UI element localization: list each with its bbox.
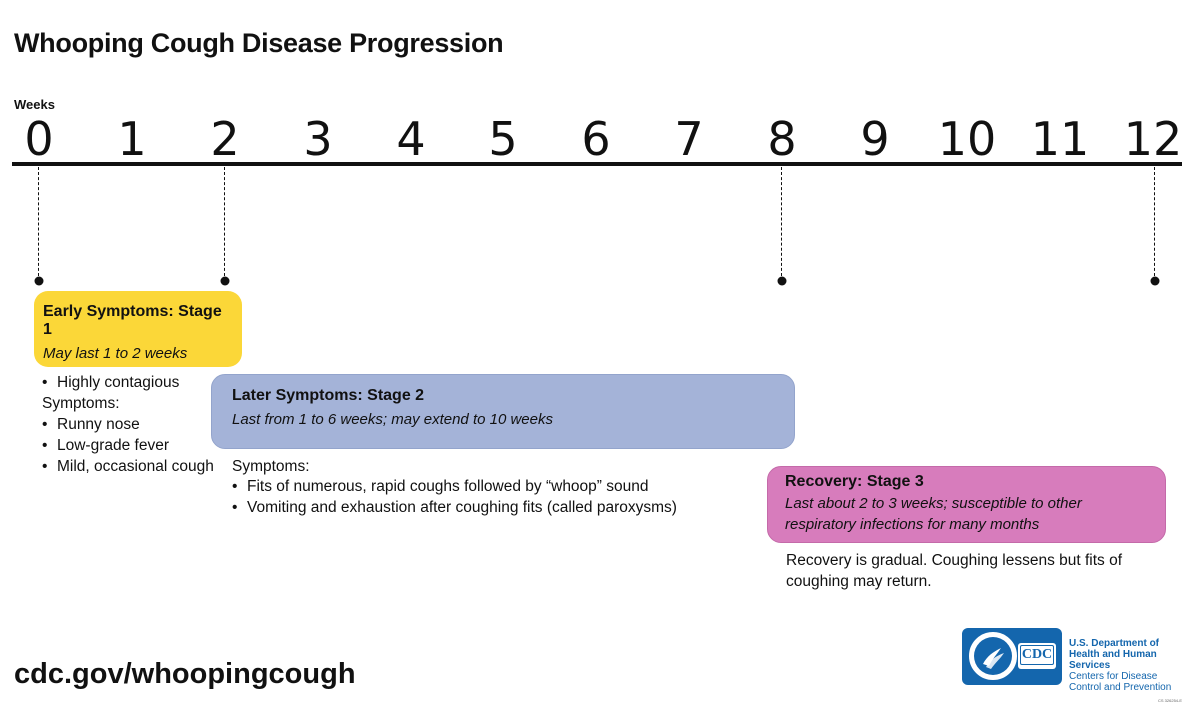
stage-3-note-line-1: Recovery is gradual. Coughing lessens bu… bbox=[786, 552, 1123, 569]
timeline-axis bbox=[12, 162, 1182, 166]
stage-1-symptoms-heading: Symptoms: bbox=[42, 395, 120, 412]
stage-3-duration-line-1: Last about 2 to 3 weeks; susceptible to … bbox=[785, 495, 1082, 512]
tick-label: 4 bbox=[396, 112, 426, 166]
hhs-seal-icon bbox=[969, 632, 1017, 680]
stage-1-symptom: Mild, occasional cough bbox=[42, 456, 214, 477]
marker-dot-week-12 bbox=[1150, 276, 1160, 286]
marker-line-week-8 bbox=[781, 167, 782, 281]
stage-2-duration: Last from 1 to 6 weeks; may extend to 10… bbox=[232, 411, 553, 428]
tick-label: 11 bbox=[1030, 112, 1090, 166]
stage-3-duration-line-2: respiratory infections for many months bbox=[785, 516, 1040, 533]
stage-1-box: Early Symptoms: Stage 1 May last 1 to 2 … bbox=[34, 291, 242, 367]
stage-2-symptom: Vomiting and exhaustion after coughing f… bbox=[232, 497, 677, 518]
marker-line-week-12 bbox=[1154, 167, 1155, 281]
cdc-badge: CDC bbox=[1018, 643, 1056, 669]
agency-name-line-3: Centers for Disease bbox=[1069, 671, 1158, 682]
agency-name-line-4: Control and Prevention bbox=[1069, 682, 1172, 693]
tick-label: 1 bbox=[117, 112, 147, 166]
cdc-badge-text: CDC bbox=[1020, 645, 1054, 665]
stage-2-box: Later Symptoms: Stage 2 Last from 1 to 6… bbox=[211, 374, 795, 449]
cdc-logo: CDC bbox=[962, 628, 1062, 685]
tick-label: 2 bbox=[210, 112, 240, 166]
agency-name: U.S. Department of Health and Human Serv… bbox=[1069, 638, 1200, 693]
stage-1-symptom: Low-grade fever bbox=[42, 435, 169, 456]
footer-url: cdc.gov/whoopingcough bbox=[14, 658, 356, 690]
marker-dot-week-8 bbox=[777, 276, 787, 286]
document-code: CS 326254-E bbox=[1158, 698, 1183, 703]
stage-1-symptom: Runny nose bbox=[42, 414, 140, 435]
tick-label: 7 bbox=[674, 112, 704, 166]
agency-name-line-2: Health and Human Services bbox=[1069, 649, 1157, 671]
stage-2-title: Later Symptoms: Stage 2 bbox=[232, 387, 425, 404]
tick-label: 12 bbox=[1123, 112, 1183, 166]
tick-label: 9 bbox=[860, 112, 890, 166]
agency-name-line-1: U.S. Department of bbox=[1069, 638, 1160, 649]
tick-label: 8 bbox=[767, 112, 797, 166]
marker-dot-week-0 bbox=[34, 276, 44, 286]
tick-label: 6 bbox=[581, 112, 611, 166]
marker-dot-week-2 bbox=[220, 276, 230, 286]
page-title: Whooping Cough Disease Progression bbox=[14, 28, 504, 58]
tick-label: 3 bbox=[303, 112, 333, 166]
stage-3-box: Recovery: Stage 3 Last about 2 to 3 week… bbox=[767, 466, 1166, 543]
tick-label: 0 bbox=[24, 112, 54, 166]
stage-2-symptoms-heading: Symptoms: bbox=[232, 458, 310, 475]
stage-1-duration: May last 1 to 2 weeks bbox=[43, 345, 188, 362]
marker-line-week-0 bbox=[38, 167, 39, 281]
marker-line-week-2 bbox=[224, 167, 225, 281]
tick-label: 10 bbox=[937, 112, 997, 166]
stage-3-title: Recovery: Stage 3 bbox=[785, 473, 924, 490]
tick-label: 5 bbox=[488, 112, 518, 166]
stage-1-note: Highly contagious bbox=[42, 372, 179, 393]
axis-label: Weeks bbox=[14, 97, 55, 112]
stage-2-symptom: Fits of numerous, rapid coughs followed … bbox=[232, 476, 649, 497]
stage-1-title: Early Symptoms: Stage 1 bbox=[43, 303, 222, 338]
stage-3-note-line-2: coughing may return. bbox=[786, 573, 932, 590]
